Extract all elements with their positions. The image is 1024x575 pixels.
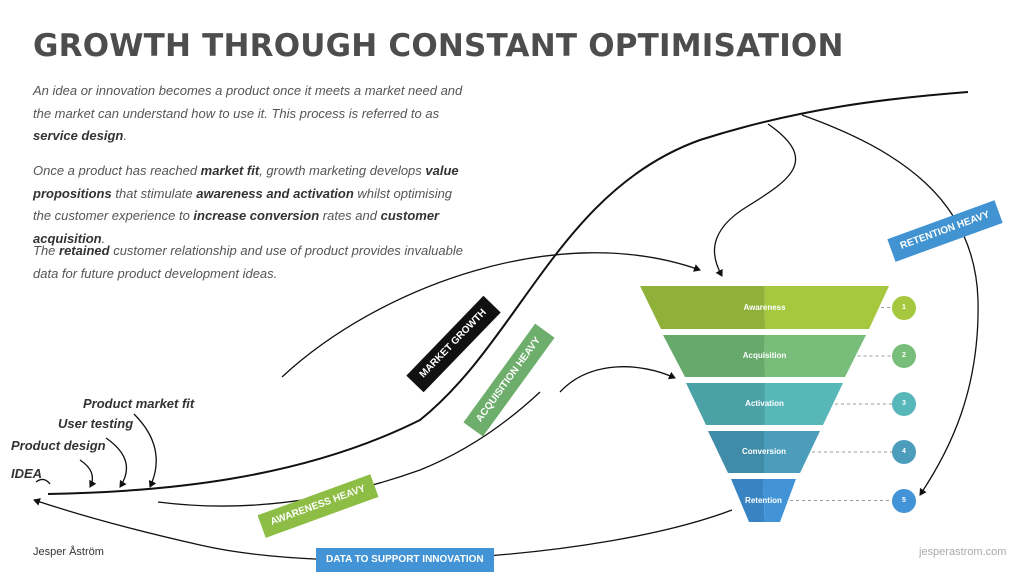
funnel-label-conversion: Conversion	[741, 447, 787, 456]
website-link[interactable]: jesperastrom.com	[919, 546, 1007, 558]
data-feedback-arrow	[33, 498, 733, 562]
intro-paragraph-retention: The retained customer relationship and u…	[33, 240, 473, 285]
funnel-step-number-2: 2	[892, 344, 916, 368]
emphasis-text: market fit	[200, 163, 260, 178]
retention-return-arrow	[801, 114, 979, 496]
idea-arrow	[35, 478, 51, 485]
stage-idea: IDEA	[11, 466, 43, 481]
funnel-segment-acquisition	[764, 335, 866, 377]
funnel-step-number-1: 1	[892, 295, 916, 320]
paragraph-text: , growth marketing develops	[259, 163, 426, 178]
product-fit-to-awareness-arrow	[281, 252, 701, 378]
funnel-segment-acquisition-shade	[663, 335, 765, 377]
product-design-arrow	[79, 459, 97, 488]
intro-paragraph-market-fit: Once a product has reached market fit, g…	[33, 160, 473, 250]
funnel-segment-conversion	[764, 431, 820, 473]
emphasis-text: customer acquisition	[33, 208, 440, 246]
marketing-funnel	[640, 286, 889, 522]
funnel-connector-lines	[790, 307, 892, 501]
data-to-support-innovation-tag: DATA TO SUPPORT INNOVATION	[316, 548, 494, 572]
paragraph-text: .	[123, 128, 127, 143]
funnel-label-activation: Activation	[745, 399, 784, 408]
funnel-segment-activation	[764, 383, 843, 425]
funnel-segment-awareness-shade	[640, 286, 765, 329]
paragraph-text: The	[33, 243, 60, 258]
funnel-label-retention: Retention	[745, 495, 782, 505]
funnel-step-number-4: 4	[892, 440, 916, 464]
stage-user-testing: User testing	[58, 416, 134, 431]
funnel-label-acquisition: Acquisition	[742, 351, 787, 360]
funnel-segment-activation-shade	[686, 383, 765, 425]
emphasis-text: increase conversion	[193, 208, 320, 223]
user-testing-arrow	[105, 437, 128, 488]
emphasis-text: awareness and activation	[196, 185, 354, 201]
product-market-fit-arrow	[133, 413, 157, 488]
funnel-segment-conversion-shade	[708, 431, 764, 473]
stage-product-design: Product design	[11, 438, 106, 453]
market-growth-curve	[47, 91, 969, 495]
awareness-heavy-curve	[157, 391, 541, 507]
funnel-step-number-3: 3	[892, 392, 916, 416]
funnel-label-awareness: Awareness	[743, 302, 786, 312]
paragraph-text: that stimulate	[111, 185, 197, 201]
page-title: GROWTH THROUGH CONSTANT OPTIMISATION	[33, 28, 844, 64]
acquisition-to-activation-arrow	[559, 366, 676, 393]
stage-product-market-fit: Product market fit	[83, 396, 195, 411]
funnel-segment-retention	[763, 479, 796, 522]
paragraph-text: whilst optimising the customer experienc…	[33, 185, 453, 224]
emphasis-text: retained	[59, 243, 110, 258]
intro-paragraph-service-design: An idea or innovation becomes a product …	[33, 80, 473, 148]
paragraph-text: .	[101, 230, 106, 246]
growth-to-awareness-arrow	[713, 123, 797, 277]
author-name: Jesper Åström	[33, 546, 104, 558]
emphasis-text: value propositions	[33, 163, 459, 201]
paragraph-text: rates and	[319, 208, 381, 223]
funnel-segment-awareness	[764, 286, 889, 329]
paragraph-text: customer relationship and use of product…	[33, 243, 463, 281]
paragraph-text: An idea or innovation becomes a product …	[33, 83, 463, 121]
paragraph-text: Once a product has reached	[33, 163, 201, 178]
funnel-segment-retention-shade	[731, 479, 765, 522]
funnel-step-number-5: 5	[892, 488, 916, 513]
emphasis-text: service design	[33, 128, 124, 143]
